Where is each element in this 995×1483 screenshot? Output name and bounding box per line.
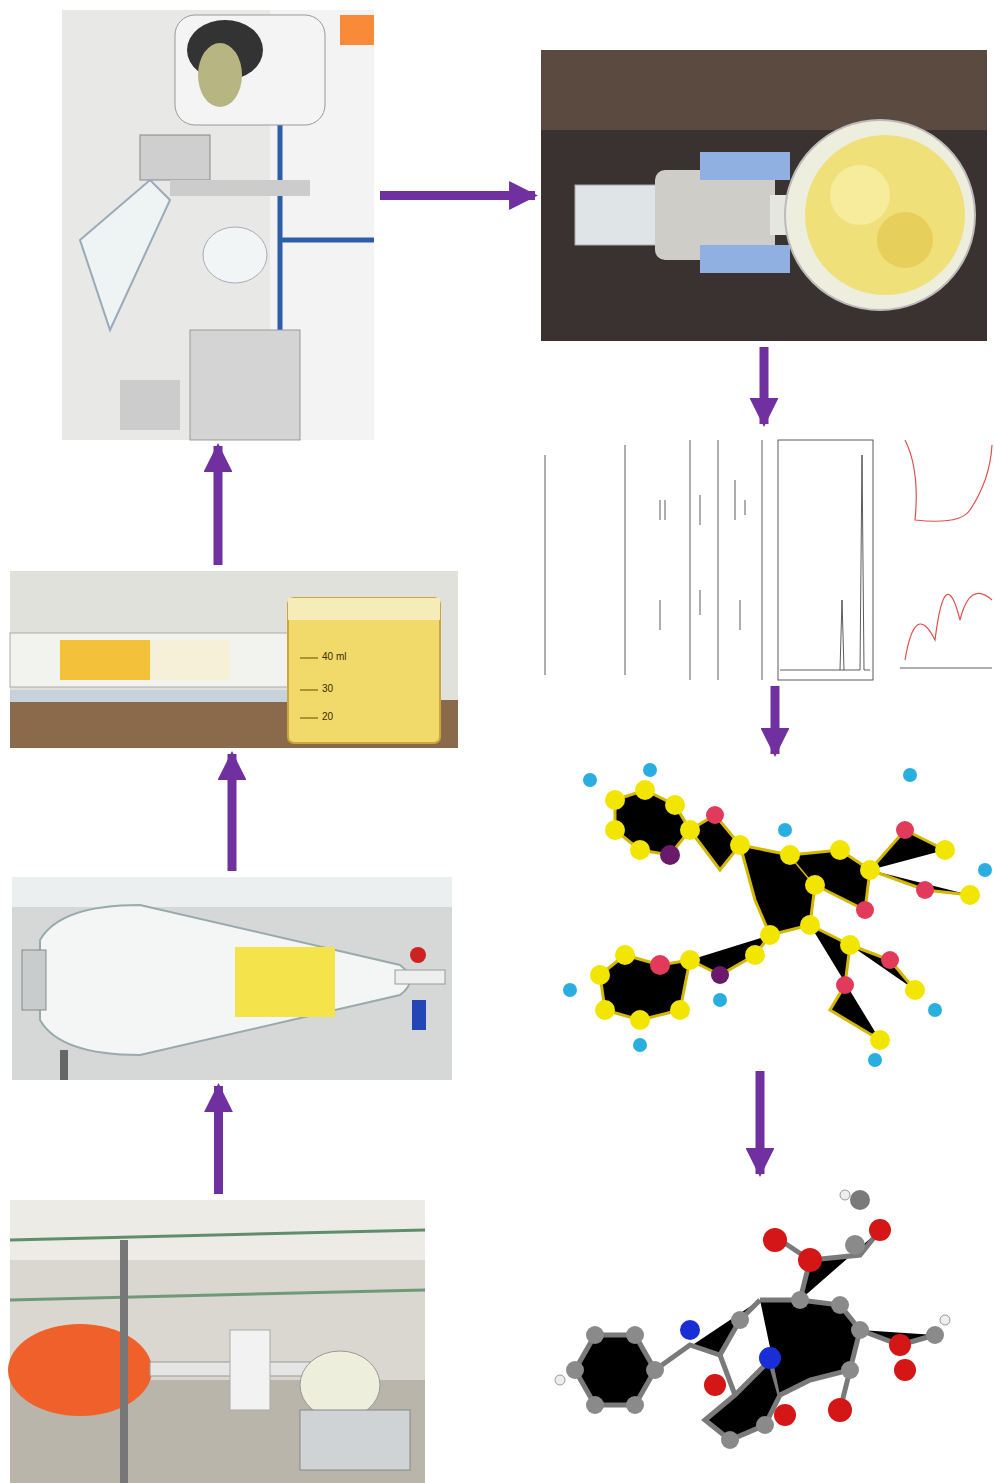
photo-panel — [555, 760, 995, 1065]
flow-arrow — [228, 754, 237, 871]
scale-mark: 20 — [322, 712, 333, 722]
flow-arrow — [214, 1086, 223, 1194]
scale-mark: 30 — [322, 684, 333, 694]
flow-arrow — [771, 686, 780, 754]
scale-mark: 40 ml — [322, 652, 346, 662]
photo-panel: 40 ml 30 20 — [10, 571, 458, 748]
molecule-model — [563, 763, 992, 1067]
spectra-panel — [535, 430, 995, 680]
flow-arrow — [756, 1071, 765, 1174]
funnel-photo — [12, 877, 452, 1080]
crystal-structure — [555, 1190, 950, 1449]
photo-panel — [555, 1180, 965, 1450]
product-photo — [541, 50, 987, 341]
flow-arrow — [380, 191, 535, 200]
rotavap-photo — [62, 10, 374, 440]
photo-panel — [62, 10, 374, 440]
flow-arrow — [214, 446, 223, 565]
photo-panel — [535, 430, 995, 680]
photo-panel — [12, 877, 452, 1080]
reaction-photo — [8, 1200, 425, 1483]
flow-arrow — [760, 347, 769, 424]
column-photo — [10, 571, 458, 748]
photo-panel — [541, 50, 987, 341]
photo-panel — [10, 1200, 425, 1483]
